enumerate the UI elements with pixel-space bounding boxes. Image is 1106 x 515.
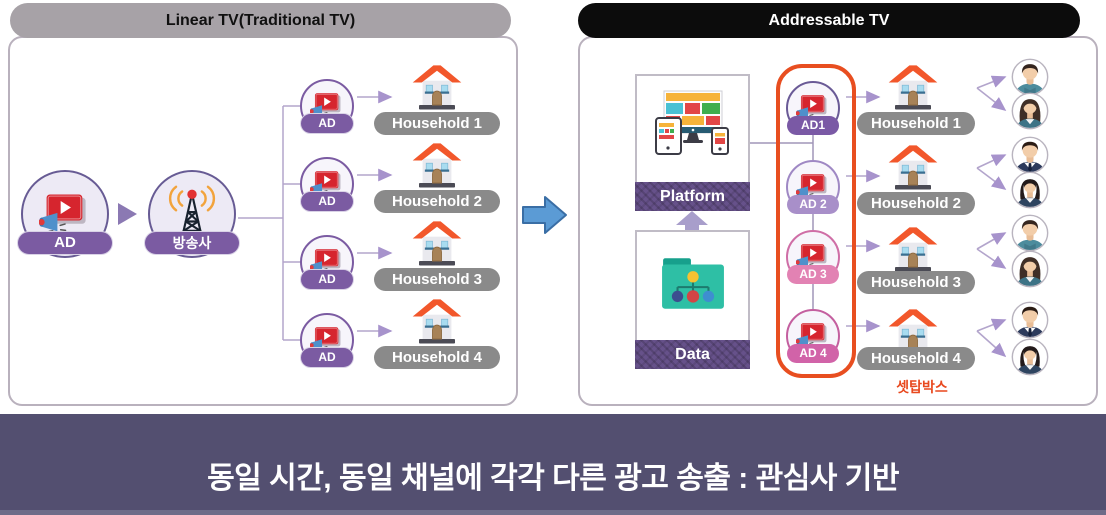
viewer-man-suit-avatar	[1011, 136, 1049, 174]
viewer-woman-bob-avatar	[1011, 338, 1049, 376]
platform-label: Platform	[635, 182, 750, 211]
addressable-ad-label-1: AD1	[787, 116, 839, 135]
household-label-3: Household 3	[374, 268, 500, 291]
linear-ad-label-2: AD	[301, 192, 353, 211]
house-icon	[886, 62, 940, 112]
house-icon	[410, 218, 464, 268]
addressable-tv-header: Addressable TV	[578, 3, 1080, 38]
household-label-r4: Household 4	[857, 347, 975, 370]
house-icon	[410, 140, 464, 190]
household-label-2: Household 2	[374, 190, 500, 213]
viewer-woman-avatar	[1011, 92, 1049, 130]
viewer-man-suit-avatar	[1011, 301, 1049, 339]
linear-ad-label-3: AD	[301, 270, 353, 289]
house-icon	[886, 142, 940, 192]
house-icon	[886, 224, 940, 274]
caption-text: 동일 시간, 동일 채널에 각각 다른 광고 송출 : 관심사 기반	[207, 462, 899, 495]
linear-ad-label-1: AD	[301, 114, 353, 133]
viewer-woman-avatar	[1011, 250, 1049, 288]
settop-box-label: 셋탑박스	[896, 379, 948, 395]
data-folder-icon	[660, 254, 726, 312]
household-label-1: Household 1	[374, 112, 500, 135]
viewer-man-avatar	[1011, 58, 1049, 96]
broadcaster-label: 방송사	[145, 232, 239, 254]
addressable-ad-label-2: AD 2	[787, 195, 839, 214]
house-icon	[410, 62, 464, 112]
caption-bar	[0, 414, 1106, 515]
viewer-man-avatar	[1011, 214, 1049, 252]
household-label-r3: Household 3	[857, 271, 975, 294]
addressable-ad-label-3: AD 3	[787, 265, 839, 284]
household-label-4: Household 4	[374, 346, 500, 369]
data-box: Data	[635, 230, 750, 369]
ad-source-label: AD	[18, 232, 112, 254]
data-label: Data	[635, 340, 750, 369]
linear-ad-label-4: AD	[301, 348, 353, 367]
platform-devices-icon	[655, 90, 731, 156]
household-label-r1: Household 1	[857, 112, 975, 135]
linear-to-addressable-arrow-icon	[522, 196, 567, 234]
linear-tv-header: Linear TV(Traditional TV)	[10, 3, 511, 38]
household-label-r2: Household 2	[857, 192, 975, 215]
platform-box: Platform	[635, 74, 750, 211]
house-icon	[410, 296, 464, 346]
addressable-ad-label-4: AD 4	[787, 344, 839, 363]
viewer-woman-bob-avatar	[1011, 171, 1049, 209]
